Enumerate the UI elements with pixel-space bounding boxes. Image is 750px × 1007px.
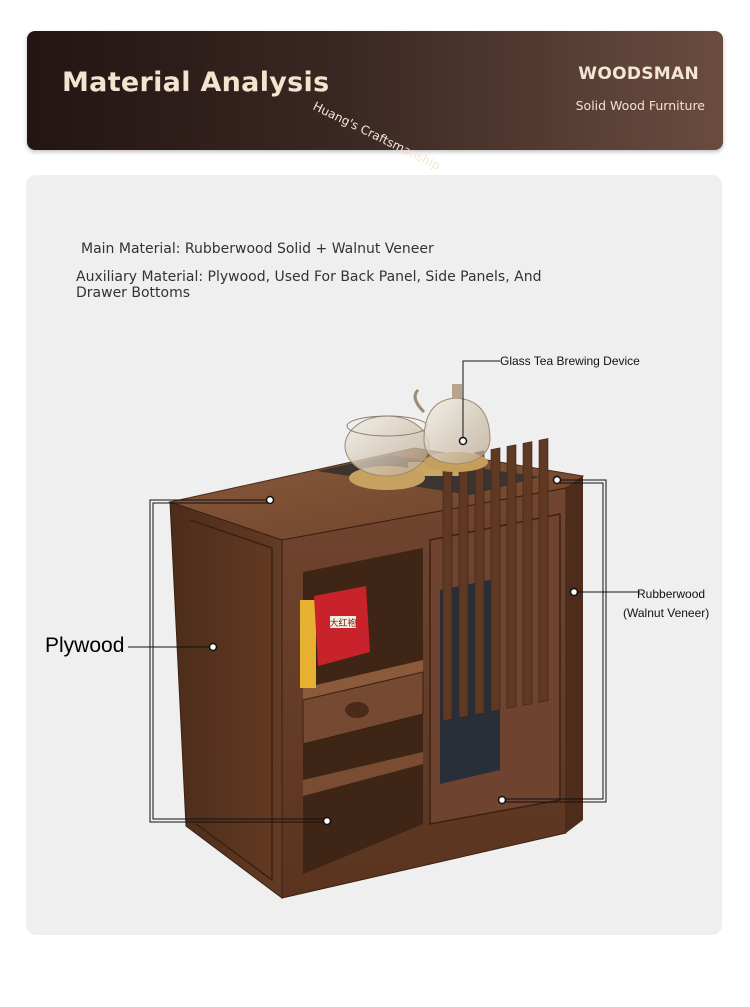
water-bottle [440,578,500,784]
box-label: 大红袍 [329,617,356,629]
cabinet-left-side [169,501,283,899]
drawer-pull [345,702,369,718]
callout-rubberwood: Rubberwood [637,587,706,601]
brand-tagline: Solid Wood Furniture [575,98,705,113]
yellow-tea-box [300,600,316,688]
brand-name: WOODSMAN [578,64,699,84]
main-material-text: Main Material: Rubberwood Solid + Walnut… [81,241,434,257]
callout-lines [128,360,640,823]
callout-dots [208,436,579,826]
auxiliary-material-text-line1: Auxiliary Material: Plywood, Used For Ba… [76,269,542,285]
glass-pot-left [344,415,430,477]
callout-plywood: Plywood [45,634,125,657]
door-slats [442,438,549,722]
banner-title: Material Analysis [62,67,330,98]
callout-walnut-veneer: (Walnut Veneer) [623,606,710,620]
header-banner: Material Analysis Huang's Craftsmanship … [27,31,723,173]
callout-glass-tea-brewing-device: Glass Tea Brewing Device [500,354,640,368]
shelf-board [303,660,423,702]
glass-kettle-right [423,397,491,465]
lower-shelf [303,752,423,796]
auxiliary-material-text-line2: Drawer Bottoms [76,285,191,301]
